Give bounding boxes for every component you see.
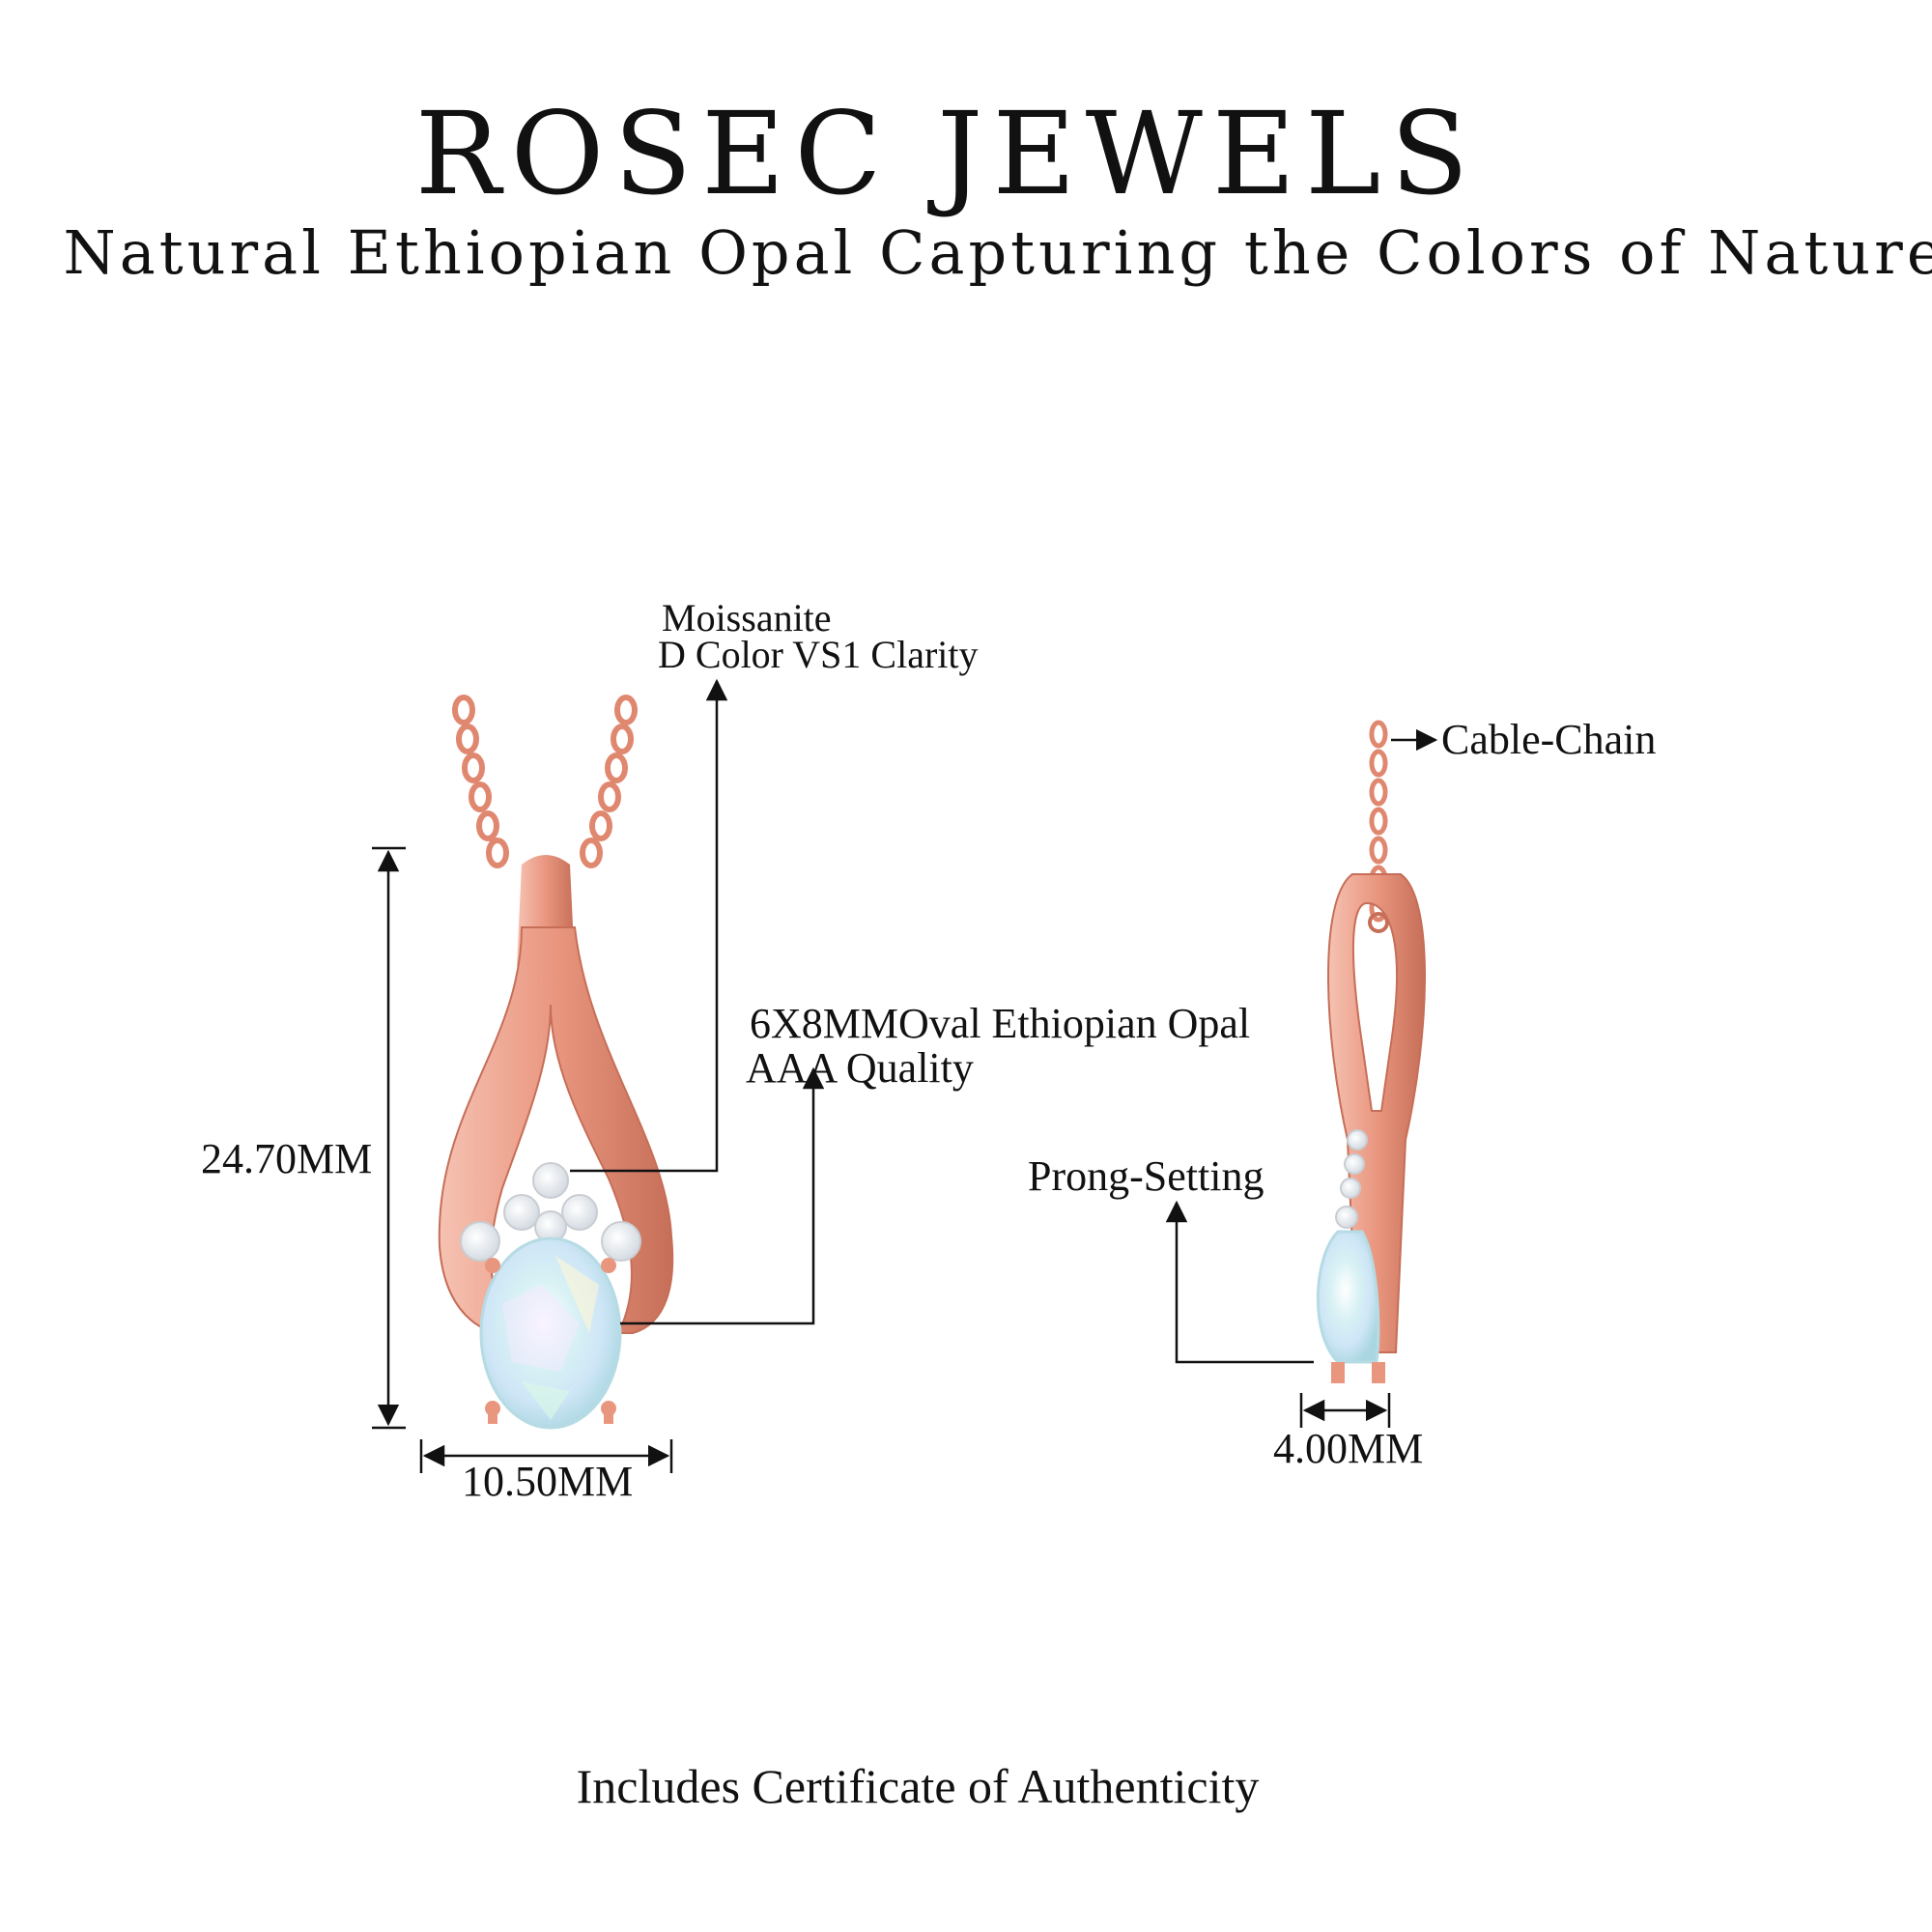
opal-prongs: [485, 1258, 616, 1424]
opal-label: 6X8MMOval Ethiopian Opal: [750, 1000, 1251, 1047]
brand-title: ROSEC JEWELS: [414, 87, 1479, 220]
setting-type-label: Prong-Setting: [1028, 1152, 1264, 1200]
callout-lines: [372, 678, 1438, 1473]
page-subtitle: Natural Ethiopian Opal Capturing the Col…: [63, 217, 1932, 288]
moissanite-cluster: [460, 1162, 641, 1262]
certificate-note: Includes Certificate of Authenticity: [576, 1759, 1260, 1813]
moissanite-callout: [570, 678, 728, 1173]
side-opal: [1316, 1230, 1380, 1364]
opal-quality-label: AAA Quality: [746, 1044, 974, 1092]
chain-type-label: Cable-Chain: [1441, 716, 1657, 763]
side-moissanites: [1335, 1129, 1368, 1229]
side-view-pendant: [1316, 720, 1426, 1383]
width-measure-label: 10.50MM: [462, 1458, 634, 1505]
front-chain: [452, 695, 638, 868]
side-prongs: [1331, 1362, 1385, 1383]
depth-measure-label: 4.00MM: [1273, 1425, 1424, 1472]
opal-stone: [479, 1236, 622, 1430]
front-view-pendant: [438, 695, 674, 1430]
height-measure-label: 24.70MM: [201, 1135, 373, 1182]
front-frame: [438, 926, 674, 1334]
moissanite-grade-label: D Color VS1 Clarity: [658, 633, 979, 676]
opal-callout: [620, 1066, 825, 1325]
moissanite-label: Moissanite: [662, 596, 832, 639]
prong-callout: [1165, 1200, 1314, 1364]
